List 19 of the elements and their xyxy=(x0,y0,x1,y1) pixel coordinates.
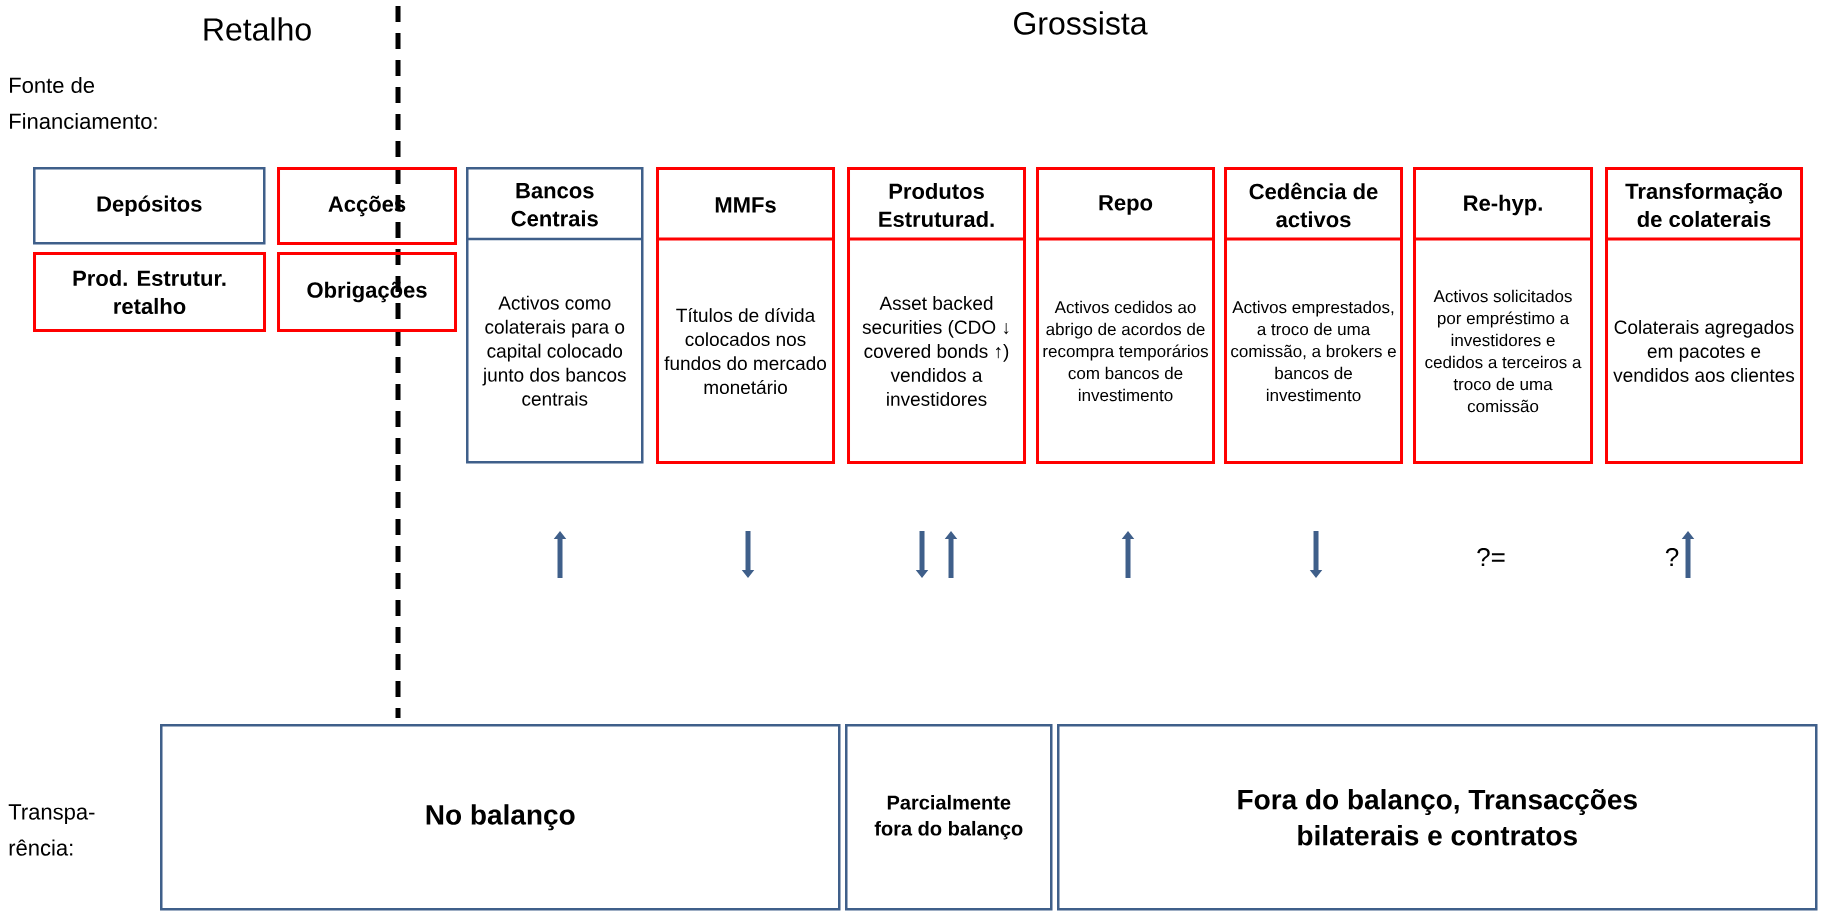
column-box: Cedência de activos Activos emprestados, a troco de uma comissão, a brokers e bancos de investimento xyxy=(1224,167,1403,464)
column-box: MMFs Títulos de dívida colocados nos fundos do mercado monetário xyxy=(656,167,835,464)
category-box: Depósitos xyxy=(33,167,266,245)
text-label: Fonte de Financiamento: xyxy=(10,76,157,130)
column-box: Bancos Centrais Activos como colaterais para o capital colocado junto dos bancos centrais xyxy=(466,167,644,464)
category-box: Prod. Estrutur. retalho xyxy=(33,252,266,332)
text-label: Transpa- rência: xyxy=(8,804,95,856)
category-box: No balanço xyxy=(160,724,841,911)
category-box: Fora do balanço, Transacções bilaterais e contratos xyxy=(1057,724,1818,911)
text-label: ?= xyxy=(1477,547,1505,567)
column-box: Transformação de colaterais Colaterais agregados em pacotes e vendidos aos clientes xyxy=(1605,167,1803,464)
text-label: Retalho xyxy=(204,17,311,41)
text-label: ? xyxy=(1665,547,1679,567)
column-box: Repo Activos cedidos ao abrigo de acordos de recompra temporários com bancos de investimento xyxy=(1036,167,1215,464)
column-box: Re-hyp. Activos solicitados por empréstimo a investidores e cedidos a terceiros a troco de uma comissão xyxy=(1413,167,1593,464)
column-box: Produtos Estruturad. Asset backed securities (CDO ↓ covered bonds ↑) vendidos a investidores xyxy=(847,167,1026,464)
text-label: Grossista xyxy=(1014,11,1148,35)
category-box: Obrigações xyxy=(277,252,457,332)
category-box: Parcialmente fora do balanço xyxy=(845,724,1053,911)
